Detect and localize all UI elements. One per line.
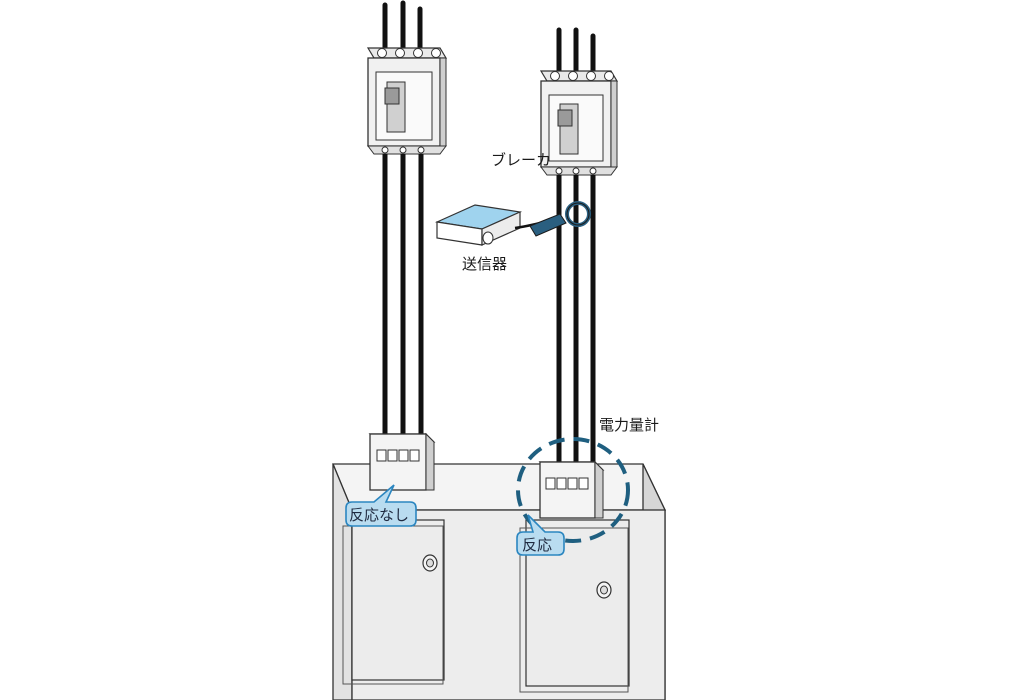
transmitter-label: 送信器 [462, 255, 507, 273]
callout-no-response-text: 反応なし [349, 506, 409, 524]
door-lock-icon [596, 581, 612, 599]
cables-right-upper [556, 27, 596, 78]
power-meter-icon [368, 432, 436, 491]
breaker-label: ブレーカ [491, 151, 551, 169]
door-lock-icon [422, 554, 438, 572]
cables-left-upper [382, 0, 423, 55]
cables-left-lower [382, 154, 424, 434]
transmitter-icon [434, 204, 523, 246]
current-clamp-icon [514, 201, 591, 237]
highlight-circle [516, 437, 630, 543]
panel-door-left [342, 519, 445, 685]
callout-response: 反応 [516, 514, 565, 556]
callout-response-text: 反応 [522, 536, 552, 554]
power-meter-icon [538, 460, 605, 519]
circuit-breaker-icon [539, 70, 619, 176]
circuit-breaker-icon [366, 47, 448, 155]
power-meter-label: 電力量計 [599, 416, 659, 434]
callout-no-response: 反応なし [345, 484, 417, 527]
